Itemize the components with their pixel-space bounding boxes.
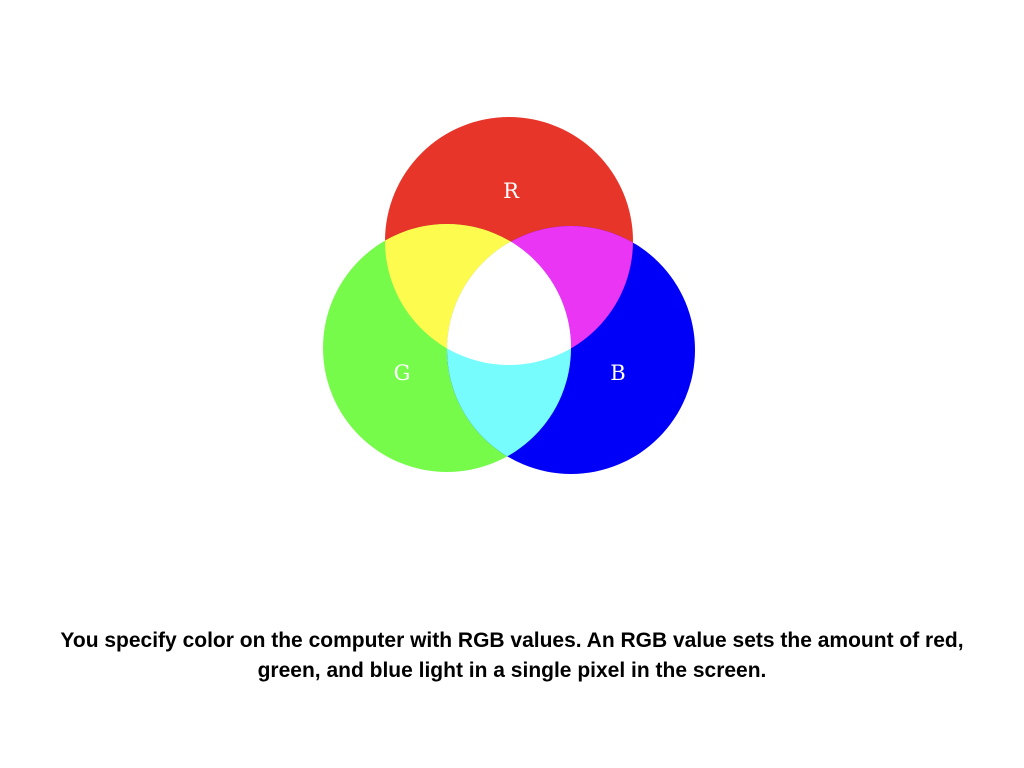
blue-label: B — [610, 361, 625, 385]
green-label: G — [394, 361, 411, 385]
red-label: R — [503, 179, 520, 203]
center-overlap — [447, 226, 571, 365]
caption-text: You specify color on the computer with R… — [60, 629, 964, 682]
